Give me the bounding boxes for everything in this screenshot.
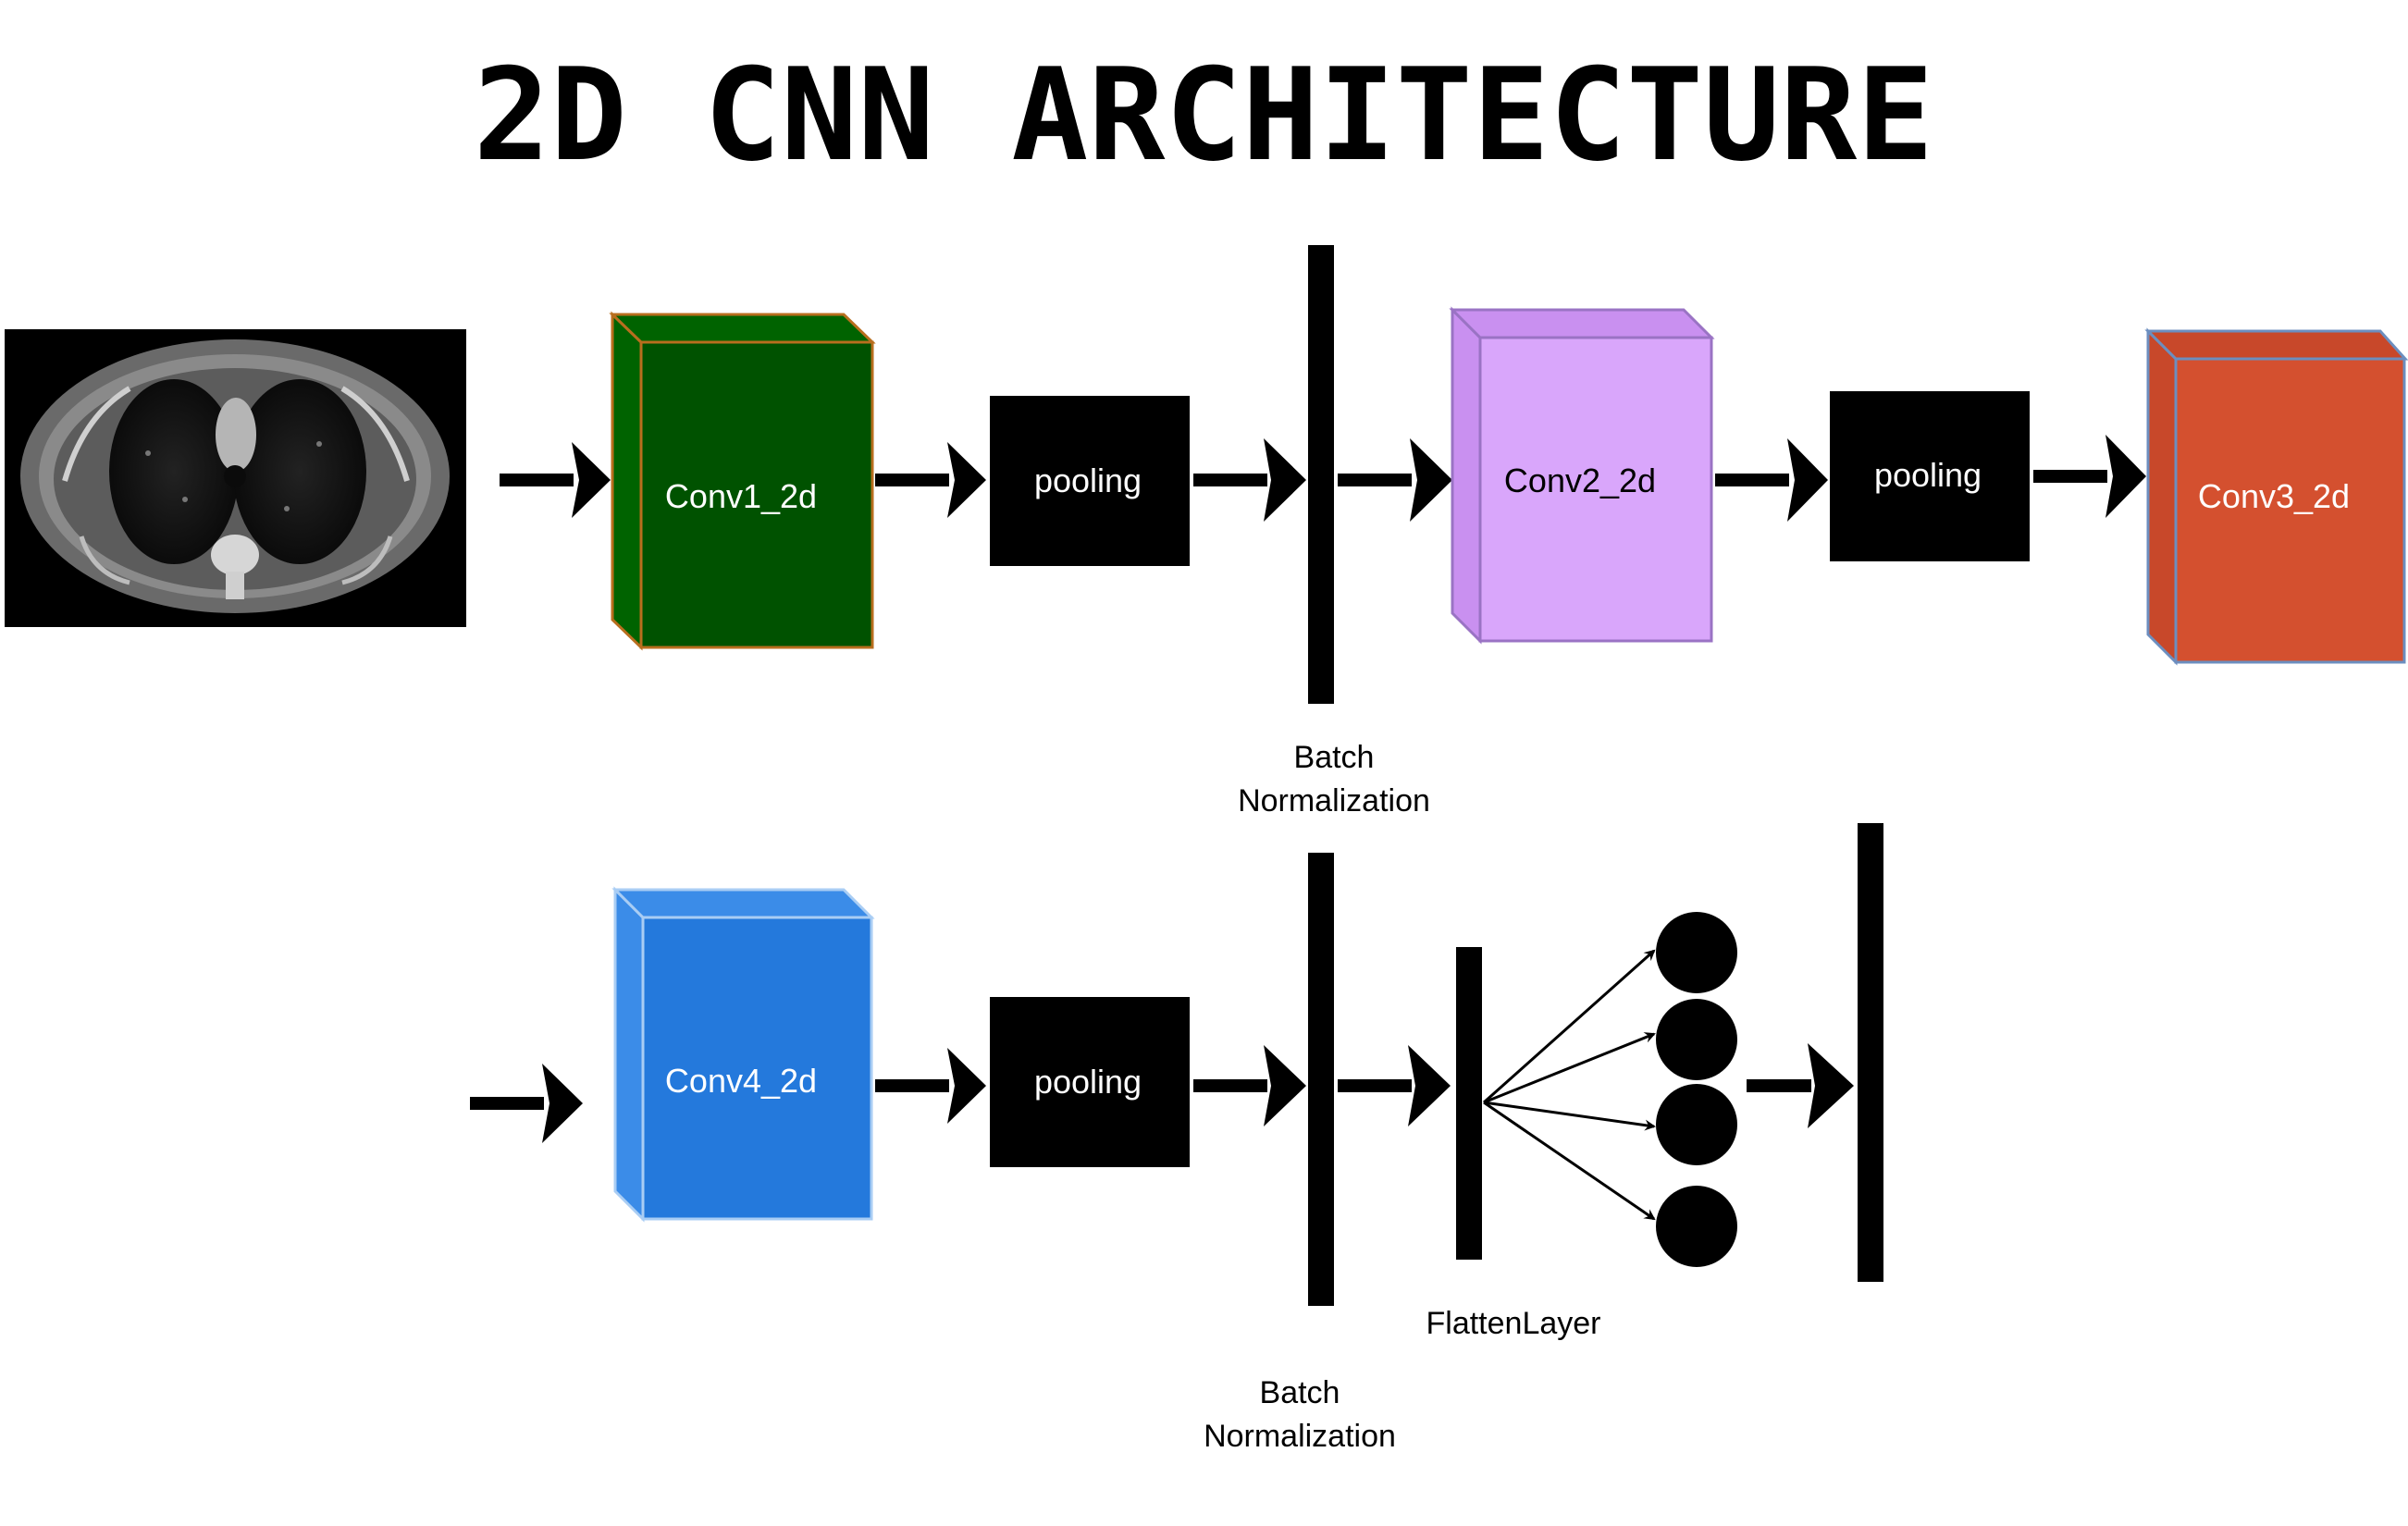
batch-norm-1-label-line1: Batch xyxy=(1294,740,1375,775)
dense-neuron-4 xyxy=(1656,1186,1737,1267)
arrow-image-to-conv1 xyxy=(500,442,611,518)
conv2-block: Conv2_2d xyxy=(1449,306,1715,645)
dense-neuron-1 xyxy=(1656,912,1737,993)
conv4-label: Conv4_2d xyxy=(665,1062,817,1100)
output-layer-bar xyxy=(1858,823,1883,1282)
arrow-bn1-to-conv2 xyxy=(1338,438,1452,522)
arrow-pooling2-to-conv3 xyxy=(2033,435,2146,518)
conv3-block: Conv3_2d xyxy=(2144,327,2408,666)
arrow-pooling3-to-bn2 xyxy=(1193,1045,1306,1126)
pooling1-block: pooling xyxy=(990,396,1190,566)
flatten-layer-label: FlattenLayer xyxy=(1426,1306,1601,1341)
arrow-bn2-to-flatten xyxy=(1338,1045,1451,1126)
ct-scan-image xyxy=(5,329,466,627)
pooling3-label: pooling xyxy=(1034,1063,1142,1101)
pooling2-label: pooling xyxy=(1874,456,1982,494)
batch-norm-2-label-line1: Batch xyxy=(1260,1375,1340,1410)
conv1-label: Conv1_2d xyxy=(665,477,817,515)
pooling1-label: pooling xyxy=(1034,461,1142,499)
batch-norm-1-label-line2: Normalization xyxy=(1238,783,1430,818)
conv1-block: Conv1_2d xyxy=(609,311,876,651)
batch-norm-bar-2 xyxy=(1308,853,1334,1306)
pooling3-block: pooling xyxy=(990,997,1190,1167)
arrow-conv1-to-pooling1 xyxy=(875,442,986,518)
arrow-conv4-to-pooling3 xyxy=(875,1048,986,1124)
dense-neuron-3 xyxy=(1656,1084,1737,1165)
flatten-layer-bar xyxy=(1456,947,1482,1260)
arrow-entry-to-conv4 xyxy=(470,1064,583,1143)
conv2-label: Conv2_2d xyxy=(1504,461,1656,499)
pooling2-block: pooling xyxy=(1830,391,2030,561)
arrow-conv2-to-pooling2 xyxy=(1715,438,1828,522)
arrow-neurons-to-output xyxy=(1747,1043,1854,1128)
page-title: 2D CNN ARCHITECTURE xyxy=(474,41,1934,190)
arrow-pooling1-to-bn1 xyxy=(1193,438,1306,522)
dense-neuron-2 xyxy=(1656,999,1737,1080)
batch-norm-bar-1 xyxy=(1308,245,1334,704)
conv4-block: Conv4_2d xyxy=(611,886,875,1223)
conv3-label: Conv3_2d xyxy=(2198,477,2350,515)
batch-norm-2-label-line2: Normalization xyxy=(1204,1419,1396,1454)
flatten-to-neuron-arrows xyxy=(1483,949,1656,1221)
